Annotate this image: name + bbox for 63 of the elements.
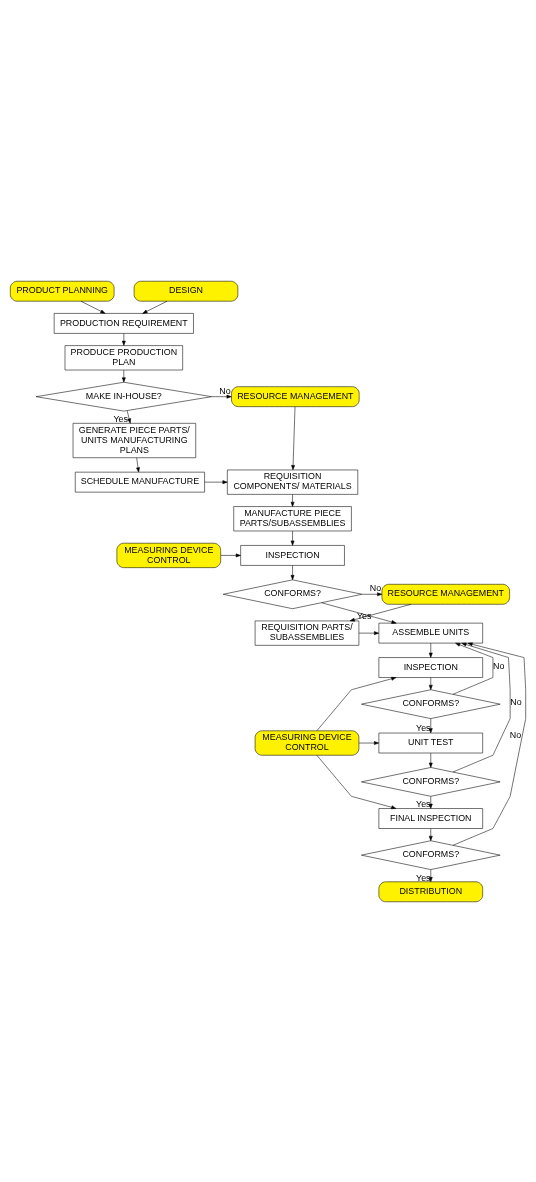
node-box: RESOURCE MANAGEMENT: [381, 583, 510, 605]
arrow: [428, 795, 433, 809]
arrow: [142, 300, 168, 314]
arrow: [428, 868, 433, 882]
node-box: REQUISITION PARTS/ SUBASSEMBLIES: [254, 620, 360, 646]
arrow: [211, 394, 232, 398]
arrow: [452, 642, 511, 772]
arrow: [316, 754, 397, 809]
edge-label: No: [493, 660, 505, 671]
node-diamond: CONFORMS?: [361, 688, 501, 719]
node-diamond: MAKE IN-HOUSE?: [35, 381, 212, 411]
arrow: [316, 676, 397, 731]
arrow: [204, 479, 228, 484]
node-box: ASSEMBLE UNITS: [378, 622, 483, 643]
node-box: REQUISITION COMPONENTS/ MATERIALS: [227, 469, 359, 495]
node-box: PRODUCE PRODUCTION PLAN: [64, 344, 183, 370]
arrow: [452, 642, 526, 846]
edge-label: Yes: [416, 798, 431, 809]
arrow: [290, 530, 295, 546]
node-box: DISTRIBUTION: [378, 881, 483, 902]
node-box: DESIGN: [133, 280, 239, 301]
node-box: PRODUCT PLANNING: [10, 280, 115, 301]
node-box: INSPECTION: [378, 656, 483, 678]
node-box: PRODUCTION REQUIREMENT: [53, 312, 194, 334]
arrow: [122, 369, 126, 382]
arrow: [349, 603, 412, 621]
arrow: [80, 300, 106, 314]
arrow: [361, 591, 383, 596]
arrow: [428, 827, 433, 841]
arrow: [428, 718, 433, 733]
edge-label: Yes: [416, 722, 431, 733]
edge-label: No: [219, 385, 231, 396]
node-box: MEASURING DEVICE CONTROL: [254, 730, 360, 755]
node-box: GENERATE PIECE PARTS/ UNITS MANUFACTURING PLANS: [72, 422, 196, 458]
edge-label: Yes: [113, 413, 128, 424]
edge-label: Yes: [416, 872, 431, 883]
arrow: [428, 642, 433, 658]
node-box: UNIT TEST: [378, 732, 483, 753]
node-diamond: CONFORMS?: [361, 766, 501, 797]
node-diamond: CONFORMS?: [222, 579, 363, 609]
node-box: MANUFACTURE PIECE PARTS/SUBASSEMBLIES: [233, 505, 352, 531]
arrow: [358, 740, 380, 745]
arrow: [220, 553, 241, 557]
arrow: [290, 493, 295, 507]
node-diamond: CONFORMS?: [361, 839, 501, 870]
arrow: [136, 457, 140, 472]
arrow: [291, 405, 296, 470]
node-box: RESOURCE MANAGEMENT: [231, 385, 360, 407]
edge-label: No: [369, 582, 382, 593]
edge-label: No: [509, 729, 522, 740]
arrow: [358, 630, 380, 635]
arrow: [428, 752, 433, 768]
edge-label: No: [510, 696, 522, 707]
node-box: SCHEDULE MANUFACTURE: [74, 471, 205, 492]
arrow: [290, 564, 295, 580]
node-box: MEASURING DEVICE CONTROL: [116, 542, 221, 568]
arrow: [321, 601, 397, 624]
edge-label: Yes: [356, 610, 372, 621]
arrow: [428, 676, 433, 690]
arrow: [126, 409, 131, 423]
node-box: INSPECTION: [240, 544, 345, 566]
arrow: [122, 332, 126, 346]
arrow: [452, 642, 494, 695]
